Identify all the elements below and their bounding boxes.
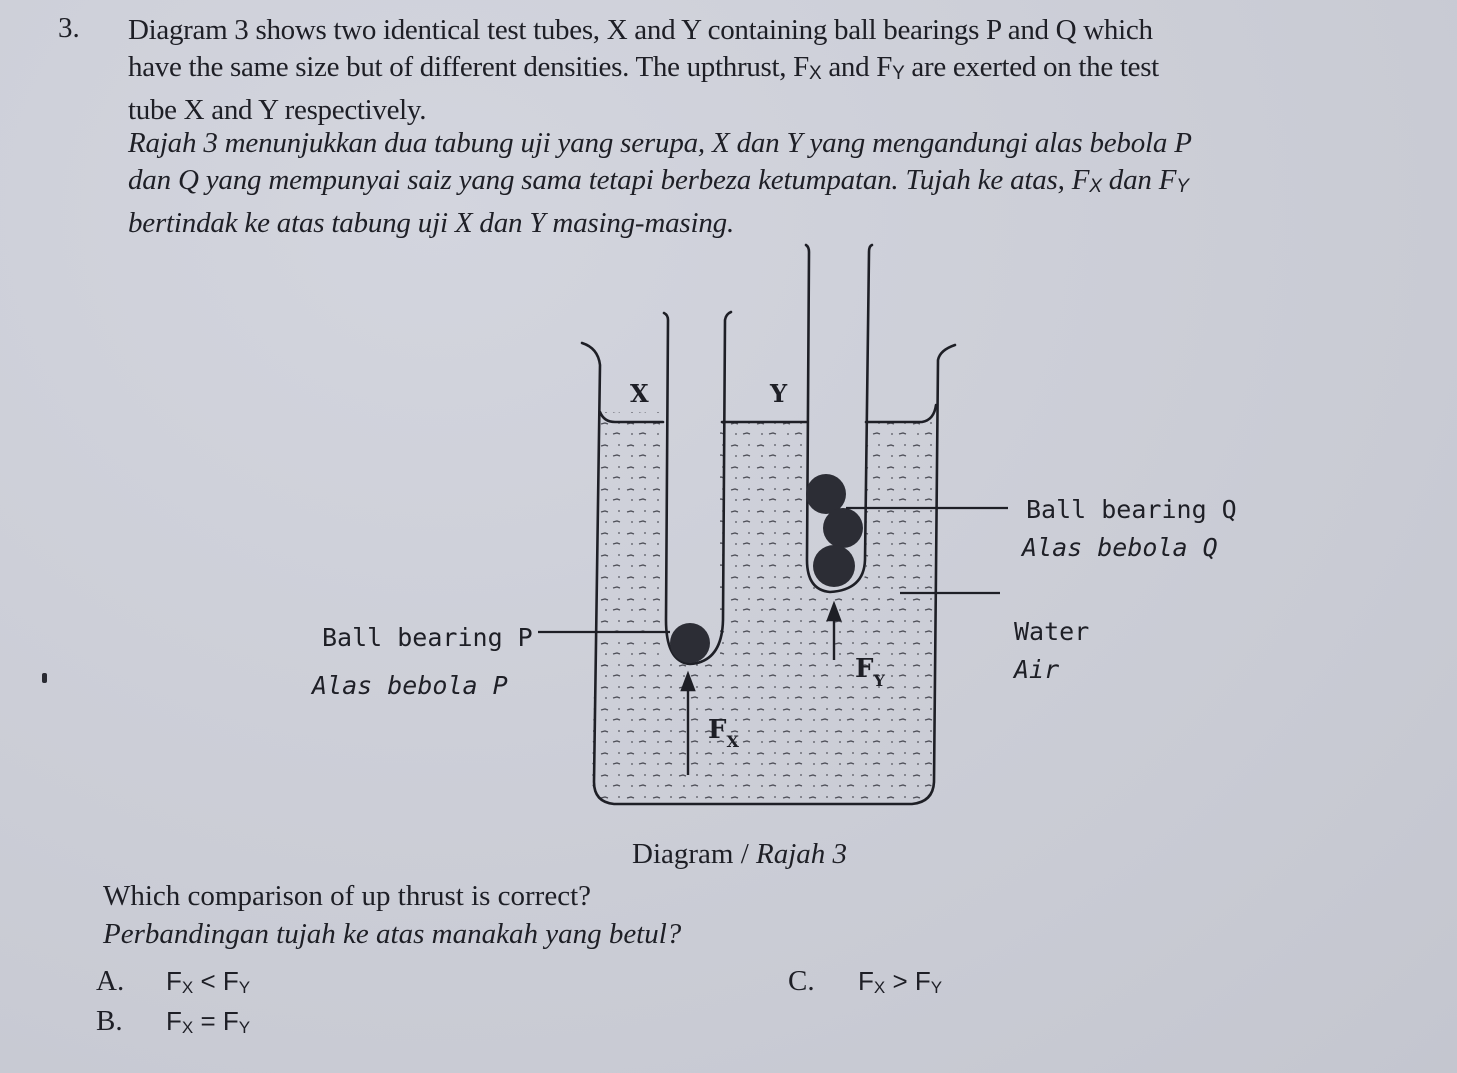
option-b[interactable]: B. FX = FY bbox=[96, 1005, 250, 1038]
tube-x-label: X bbox=[630, 379, 649, 408]
question-stem-malay: Rajah 3 menunjukkan dua tabung uji yang … bbox=[128, 125, 1448, 242]
stem-ms-line-2: dan Q yang mempunyai saiz yang sama teta… bbox=[128, 162, 1448, 205]
diagram-caption: Diagram / Rajah 3 bbox=[632, 838, 847, 871]
label-ball-q-en: Ball bearing Q bbox=[1026, 495, 1237, 524]
stem-en-line-2-b: and F bbox=[821, 51, 893, 83]
prompt-malay: Perbandingan tujah ke atas manakah yang … bbox=[103, 918, 682, 950]
label-water-ms: Air bbox=[1012, 655, 1059, 684]
option-c[interactable]: C. FX > FY bbox=[788, 965, 942, 998]
stray-mark bbox=[42, 673, 47, 683]
stem-ms-line-3: bertindak ke atas tabung uji X dan Y mas… bbox=[128, 207, 735, 239]
stem-en-line-2-c: are exerted on the test bbox=[904, 51, 1159, 83]
arrow-fx-head-icon bbox=[680, 670, 696, 692]
stem-ms-line-2-a: dan Q yang mempunyai saiz yang sama teta… bbox=[128, 164, 1090, 196]
subscript-y: Y bbox=[1176, 176, 1189, 197]
caption-en: Diagram / bbox=[632, 838, 757, 870]
ball-q-3 bbox=[813, 545, 855, 587]
label-ball-p-en: Ball bearing P bbox=[322, 623, 533, 652]
subscript-x: X bbox=[1089, 176, 1102, 197]
test-tube-x bbox=[662, 310, 733, 666]
option-letter: A. bbox=[96, 965, 125, 997]
option-expression: FX < FY bbox=[166, 966, 251, 997]
option-expression: FX = FY bbox=[166, 1006, 251, 1037]
upthrust-arrows bbox=[680, 600, 842, 775]
tube-y-label: Y bbox=[769, 379, 788, 408]
leader-lines bbox=[538, 506, 1008, 634]
question-stem-english: Diagram 3 shows two identical test tubes… bbox=[128, 12, 1448, 129]
question-prompt: Which comparison of up thrust is correct… bbox=[103, 877, 681, 953]
ball-bearings-q bbox=[806, 474, 863, 587]
label-ball-q-ms: Alas bebola Q bbox=[1020, 533, 1218, 562]
question-number: 3. bbox=[58, 12, 80, 44]
ball-bearing-p bbox=[670, 623, 710, 663]
label-water-en: Water bbox=[1014, 617, 1089, 646]
option-a[interactable]: A. FX < FY bbox=[96, 965, 250, 998]
arrow-fy-head-icon bbox=[826, 600, 842, 622]
subscript-x: X bbox=[809, 63, 822, 84]
prompt-english: Which comparison of up thrust is correct… bbox=[103, 880, 592, 912]
stem-en-line-2: have the same size but of different dens… bbox=[128, 49, 1448, 92]
stem-en-line-1: Diagram 3 shows two identical test tubes… bbox=[128, 14, 1153, 46]
stem-ms-line-1: Rajah 3 menunjukkan dua tabung uji yang … bbox=[128, 127, 1192, 159]
option-letter: B. bbox=[96, 1005, 123, 1037]
beaker bbox=[580, 341, 957, 806]
stem-en-line-3: tube X and Y respectively. bbox=[128, 94, 427, 126]
force-x-label: FX bbox=[708, 715, 739, 751]
stem-en-line-2-a: have the same size but of different dens… bbox=[128, 51, 809, 83]
test-tube-y bbox=[804, 243, 874, 594]
option-expression: FX > FY bbox=[858, 966, 943, 997]
caption-ms: Rajah 3 bbox=[756, 838, 848, 870]
ball-q-1 bbox=[806, 474, 846, 514]
force-y-label: FY bbox=[855, 654, 885, 690]
subscript-y: Y bbox=[892, 63, 905, 84]
water-region bbox=[592, 412, 934, 802]
option-letter: C. bbox=[788, 965, 815, 997]
ball-q-2 bbox=[823, 508, 863, 548]
stem-ms-line-2-b: dan F bbox=[1101, 164, 1177, 196]
label-ball-p-ms: Alas bebola P bbox=[310, 671, 508, 700]
